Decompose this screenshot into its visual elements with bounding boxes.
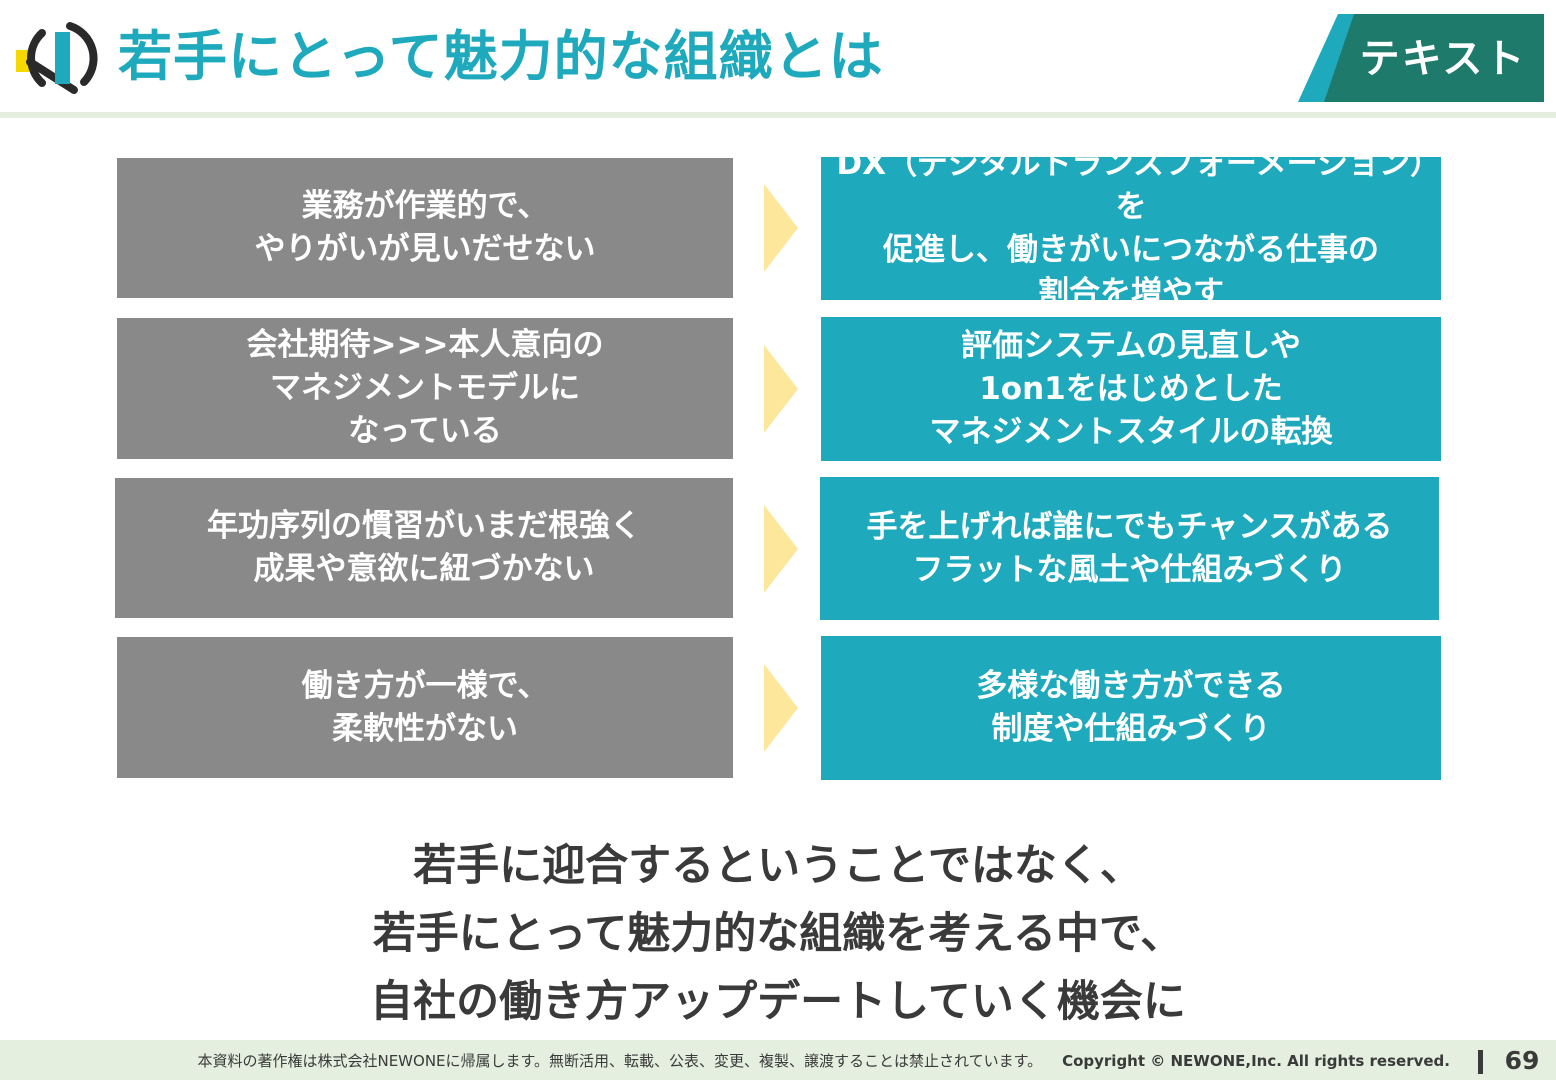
chevron-right-icon [764, 664, 798, 752]
problem-box-1: 業務が作業的で、 やりがいが見いだせない [117, 158, 733, 298]
copyright-notice: 本資料の著作権は株式会社NEWONEに帰属します。無断活用、転載、公表、変更、複… [197, 1052, 1043, 1070]
problem-box-2: 会社期待>>>本人意向の マネジメントモデルに なっている [117, 318, 733, 459]
newone-logo-icon [16, 22, 98, 94]
footer-text: 本資料の著作権は株式会社NEWONEに帰属します。無断活用、転載、公表、変更、複… [197, 1040, 1450, 1080]
chevron-right-icon [764, 184, 798, 272]
footer-bar [0, 1040, 1556, 1080]
tag-label: テキスト [1359, 36, 1527, 82]
header-divider [0, 112, 1556, 118]
problem-box-4: 働き方が一様で、 柔軟性がない [117, 637, 733, 778]
tag-badge [1298, 14, 1544, 102]
conclusion-line-1: 若手に迎合するということではなく、 [413, 841, 1143, 891]
solution-box-4: 多様な働き方ができる 制度や仕組みづくり [821, 636, 1441, 780]
problem-box-3: 年功序列の慣習がいまだ根強く 成果や意欲に紐づかない [115, 478, 733, 618]
chevron-right-icon [764, 505, 798, 593]
page-title: 若手にとって魅力的な組織とは [118, 25, 884, 88]
chevron-right-icon [764, 345, 798, 433]
conclusion-line-3: 自社の働き方アップデートしていく機会に [370, 977, 1186, 1027]
solution-box-1: DX（デジタルトランスフォーメーション）を 促進し、働きがいにつながる仕事の 割… [821, 146, 1441, 311]
solution-box-2: 評価システムの見直しや 1on1をはじめとした マネジメントスタイルの転換 [821, 317, 1441, 461]
slide-header: 若手にとって魅力的な組織とは テキスト [0, 0, 1556, 112]
page-number: 69 [1504, 1046, 1540, 1075]
conclusion-line-2: 若手にとって魅力的な組織を考える中で、 [372, 909, 1184, 959]
solution-box-3: 手を上げれば誰にでもチャンスがある フラットな風土や仕組みづくり [820, 477, 1439, 620]
copyright-line: Copyright © NEWONE,Inc. All rights reser… [1062, 1052, 1450, 1070]
page-separator [1478, 1050, 1483, 1074]
